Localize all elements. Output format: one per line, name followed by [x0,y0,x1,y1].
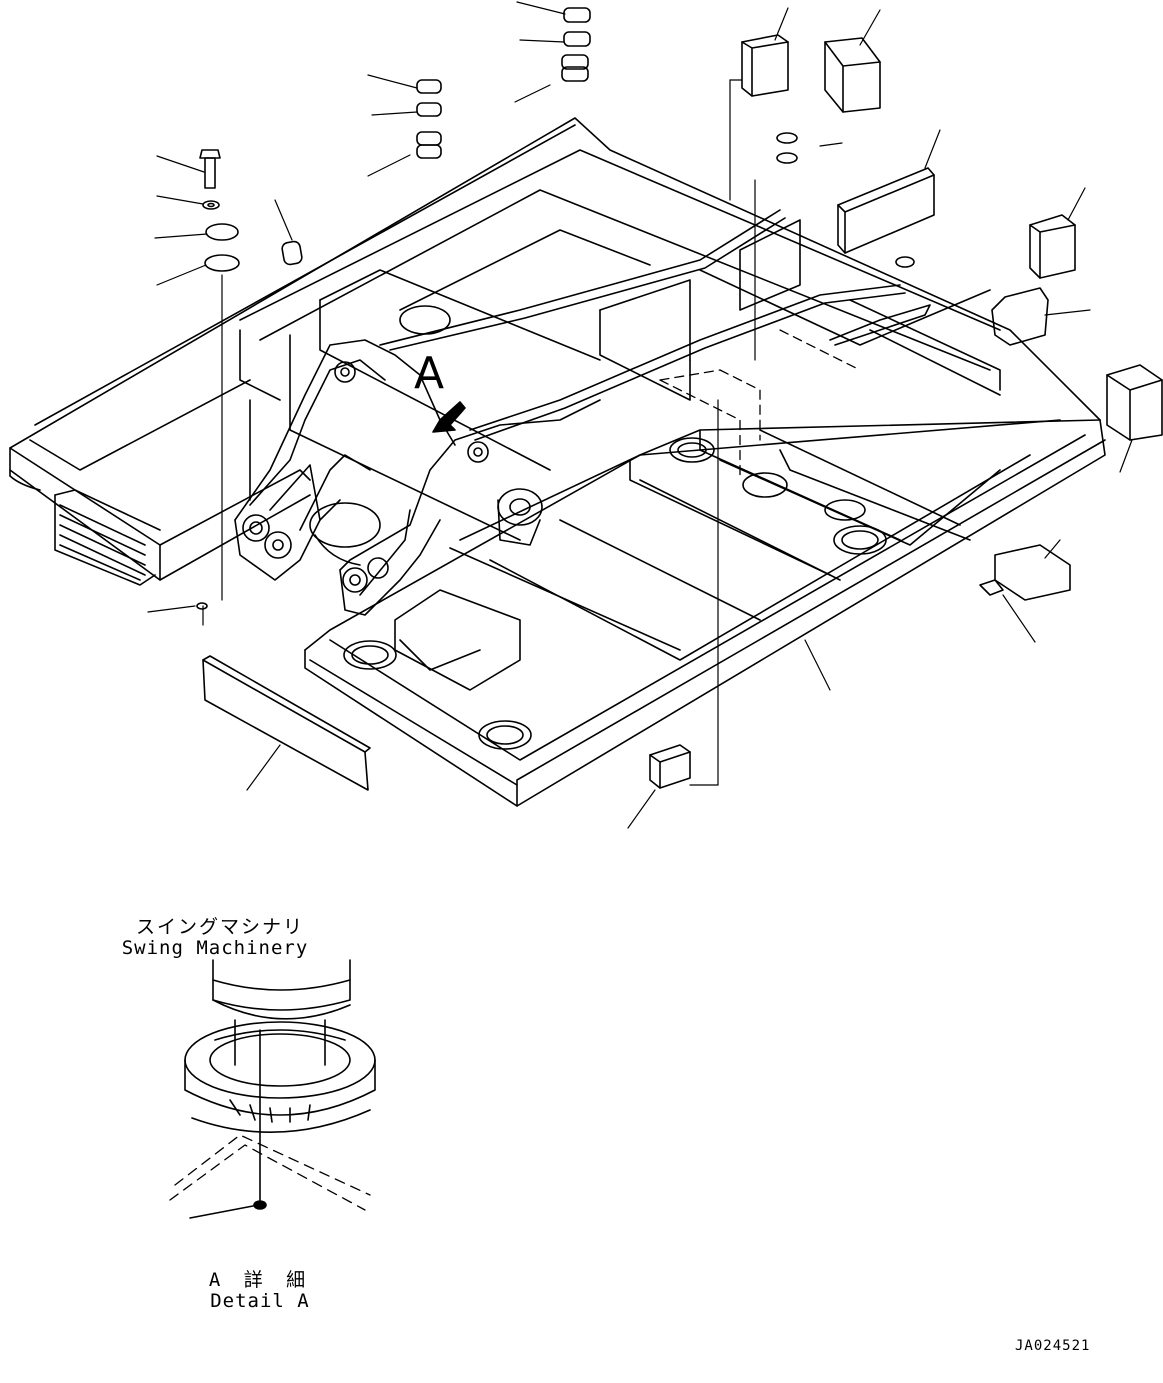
rubber-blocks [202,34,1163,791]
detail-a-view [169,959,376,1219]
detail-a-label-en: Detail A [210,1290,310,1312]
hidden-lines [659,329,861,481]
swing-machinery-label-en: Swing Machinery [121,937,309,959]
detail-a-label-jp: A 詳 細 [208,1269,312,1291]
view-a-marker: A [414,348,445,399]
hose-routing [379,209,931,441]
loose-parts [196,7,1163,791]
revolving-frame [9,117,1106,807]
detail-a-dashed-frame [169,1134,371,1211]
drawing-number: JA024521 [1015,1338,1091,1354]
shim-stack [416,7,591,159]
leader-lines [147,1,1133,829]
swing-machinery-label-jp: スイングマシナリ [135,916,304,938]
